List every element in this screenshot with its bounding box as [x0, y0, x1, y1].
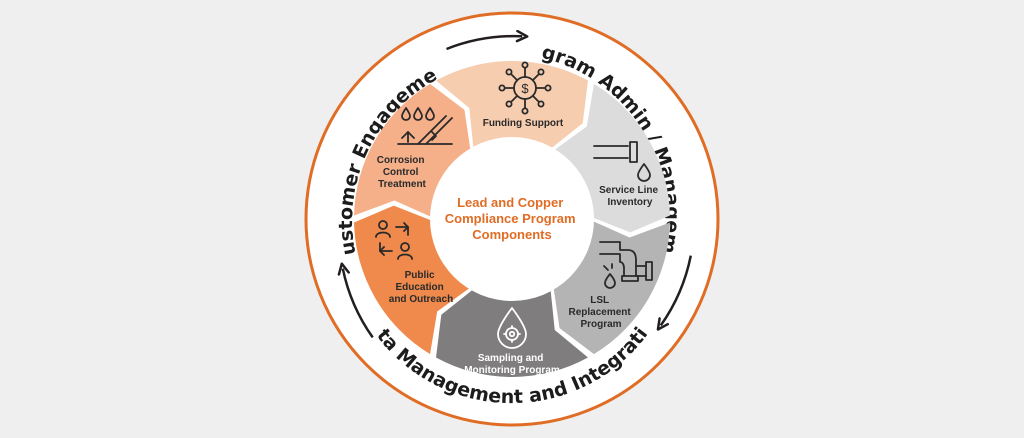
segment-label-corrosion-line-1: Corrosion: [377, 155, 425, 166]
segment-label-lsl-line-2: Replacement: [568, 307, 631, 318]
segment-label-sampling-line-1: Sampling and: [478, 353, 544, 364]
segment-label-inventory-line-2: Inventory: [607, 197, 652, 208]
people-exchange-icon: [375, 220, 413, 260]
segment-education: [354, 205, 471, 355]
arrow-left: [337, 262, 374, 339]
segment-label-funding: Funding Support: [483, 118, 564, 129]
segment-label-sampling: Sampling and Monitoring Program: [464, 353, 560, 376]
segment-label-lsl-line-1: LSL: [590, 295, 609, 306]
segment-label-inventory: Service Line Inventory: [599, 185, 661, 208]
segment-label-corrosion-line-3: Treatment: [378, 179, 426, 190]
drops-ramp-icon: [397, 107, 453, 145]
center-title-line-1: Lead and Copper: [457, 195, 563, 210]
segment-label-lsl-line-3: Program: [580, 319, 621, 330]
segment-label-funding-line-1: Funding Support: [483, 118, 564, 129]
segment-label-education-line-1: Public: [405, 270, 435, 281]
center-title: Lead and Copper Compliance Program Compo…: [445, 195, 579, 242]
center-title-line-2: Compliance Program: [445, 211, 576, 226]
broken-pipe-icon: [599, 241, 653, 289]
svg-text:$: $: [521, 81, 529, 96]
segment-label-lsl: LSL Replacement Program: [568, 295, 633, 330]
segment-label-education: Public Education and Outreach: [389, 270, 453, 305]
segment-label-corrosion-line-2: Control: [383, 167, 419, 178]
segment-label-inventory-line-1: Service Line: [599, 185, 658, 196]
icons: $: [375, 61, 653, 349]
segment-corrosion: [354, 83, 471, 218]
center-title-line-3: Components: [472, 227, 551, 242]
pipe-drop-icon: [593, 141, 651, 182]
segment-sampling: [436, 289, 588, 377]
center-disc: [430, 137, 594, 301]
dollar-network-icon: $: [498, 61, 552, 115]
arrow-top: [446, 29, 529, 51]
segment-label-corrosion: Corrosion Control Treatment: [377, 155, 428, 190]
segment-labels: Funding Support Service Line Inventory L…: [377, 118, 661, 376]
segment-label-education-line-3: and Outreach: [389, 294, 453, 305]
arrow-right: [656, 255, 693, 331]
segment-label-sampling-line-2: Monitoring Program: [464, 365, 560, 376]
segment-label-education-line-2: Education: [395, 282, 443, 293]
drop-gear-icon: [497, 307, 527, 349]
